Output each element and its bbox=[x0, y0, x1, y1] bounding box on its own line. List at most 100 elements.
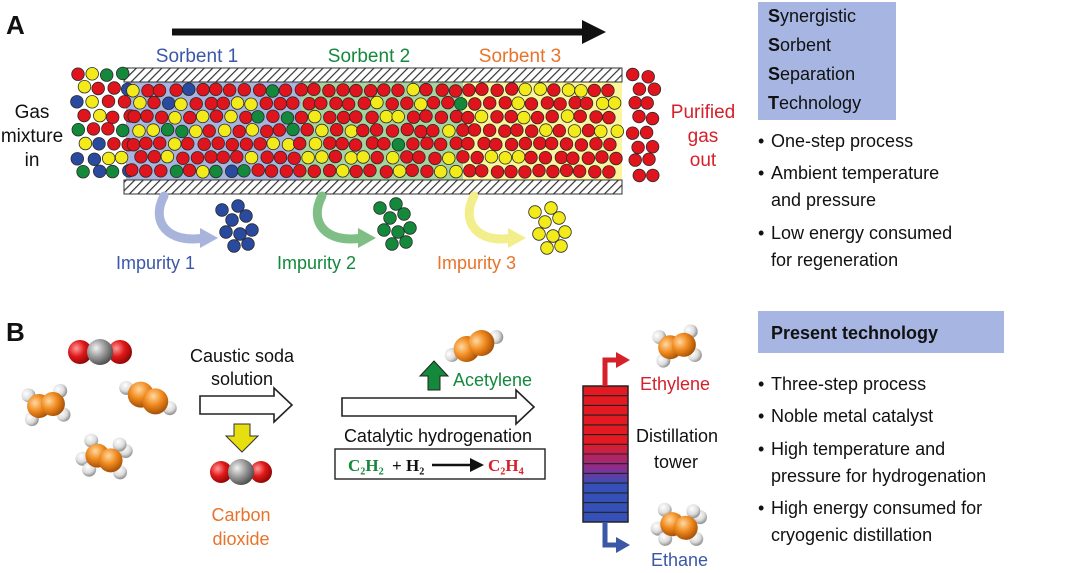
gas-molecule bbox=[594, 124, 608, 139]
gas-molecule bbox=[365, 110, 379, 125]
gas-molecule bbox=[490, 165, 505, 179]
gas-molecule bbox=[328, 149, 343, 164]
gas-molecule bbox=[525, 124, 539, 138]
gas-molecule bbox=[595, 150, 609, 164]
gas-molecule bbox=[168, 111, 182, 125]
gas-molecule bbox=[406, 137, 420, 151]
gas-molecule bbox=[216, 150, 230, 165]
gas-molecule bbox=[581, 151, 596, 165]
gas-molecule bbox=[475, 82, 489, 96]
gas-molecule bbox=[160, 122, 175, 137]
gas-molecule bbox=[92, 137, 106, 151]
svg-text:and pressure: and pressure bbox=[771, 190, 876, 210]
gas-molecule bbox=[92, 164, 107, 179]
gas-molecule bbox=[330, 122, 344, 137]
gas-molecule bbox=[391, 109, 405, 124]
gas-molecule bbox=[202, 124, 216, 138]
gas-molecule bbox=[101, 122, 115, 136]
gas-molecule bbox=[538, 215, 552, 229]
gas-molecule bbox=[385, 97, 399, 111]
gas-molecule bbox=[370, 150, 384, 165]
gas-molecule bbox=[209, 164, 223, 179]
gas-molecule bbox=[280, 111, 295, 125]
column-wall-bottom bbox=[123, 179, 623, 195]
gas-molecule bbox=[484, 149, 499, 164]
gas-molecule bbox=[239, 110, 253, 125]
gas-molecule bbox=[490, 110, 504, 124]
gas-molecule bbox=[260, 124, 274, 139]
sst-bullet-list: • One-step process • Ambient temperature… bbox=[758, 131, 952, 270]
gas-molecule bbox=[530, 110, 545, 125]
gas-molecule bbox=[105, 164, 120, 179]
acetylene-product-icon bbox=[444, 330, 504, 362]
gas-molecule bbox=[197, 137, 211, 151]
gas-molecule bbox=[232, 124, 246, 139]
gas-molecule bbox=[524, 97, 539, 111]
gas-molecule bbox=[588, 165, 602, 179]
gas-molecule bbox=[147, 95, 161, 110]
svg-text:Three-step process: Three-step process bbox=[771, 374, 926, 394]
gas-molecule bbox=[169, 83, 183, 97]
gas-molecule bbox=[101, 94, 116, 109]
gas-molecule bbox=[78, 136, 93, 151]
gas-molecule bbox=[253, 83, 267, 97]
svg-text:dioxide: dioxide bbox=[212, 529, 269, 549]
present-bullet-2: • bbox=[758, 406, 764, 426]
gas-molecule bbox=[559, 163, 574, 178]
gas-molecule bbox=[602, 165, 616, 179]
flow-direction-arrow bbox=[172, 20, 606, 44]
gas-molecule bbox=[230, 150, 244, 164]
gas-molecule bbox=[498, 124, 512, 138]
ethane-molecule-icon bbox=[75, 433, 133, 480]
gas-molecule bbox=[504, 109, 518, 124]
gas-molecule bbox=[589, 137, 603, 151]
gas-molecule bbox=[369, 123, 384, 137]
gas-molecule bbox=[572, 164, 587, 178]
gas-molecule bbox=[628, 95, 642, 110]
gas-molecule bbox=[490, 83, 504, 98]
gas-molecule bbox=[632, 82, 647, 96]
gas-molecule bbox=[329, 96, 343, 111]
svg-text:Gas: Gas bbox=[15, 102, 50, 123]
gas-molecule bbox=[77, 108, 91, 123]
svg-text:Purified: Purified bbox=[671, 102, 735, 123]
gas-molecule bbox=[456, 123, 470, 137]
gas-molecule bbox=[544, 201, 558, 215]
gas-molecule bbox=[477, 136, 491, 151]
gas-molecule bbox=[154, 110, 169, 125]
gas-molecule bbox=[230, 96, 245, 110]
acetylene-molecule-icon bbox=[119, 380, 177, 416]
gas-molecule bbox=[126, 137, 141, 152]
gas-molecule bbox=[377, 136, 391, 151]
gas-molecule bbox=[231, 199, 245, 213]
gas-molecule bbox=[528, 205, 542, 219]
svg-text:C₂H₄: C₂H₄ bbox=[488, 456, 524, 475]
gas-molecule bbox=[385, 237, 399, 251]
gas-molecule bbox=[400, 150, 414, 164]
gas-molecule bbox=[463, 163, 477, 178]
gas-molecule bbox=[547, 83, 561, 97]
gas-molecule bbox=[286, 96, 300, 110]
gas-molecule bbox=[183, 110, 197, 125]
ethylene-product-icon bbox=[652, 324, 702, 368]
gas-molecule bbox=[544, 136, 559, 151]
acetylene-label: Acetylene bbox=[453, 370, 532, 390]
gas-molecule bbox=[287, 151, 301, 166]
gas-molecule bbox=[602, 110, 616, 125]
gas-molecule bbox=[377, 83, 391, 97]
svg-text:solution: solution bbox=[211, 369, 273, 389]
gas-molecule bbox=[532, 227, 546, 241]
gas-molecule bbox=[266, 136, 280, 151]
gas-molecule bbox=[470, 150, 484, 165]
gas-molecule bbox=[336, 83, 350, 97]
gas-molecule bbox=[132, 124, 146, 138]
gas-molecule bbox=[540, 96, 555, 110]
gas-molecule bbox=[589, 110, 603, 124]
impurity-2-label: Impurity 2 bbox=[277, 253, 356, 273]
gas-molecule bbox=[224, 164, 239, 178]
gas-molecule bbox=[511, 96, 525, 110]
gas-molecule bbox=[383, 211, 397, 225]
gas-molecule bbox=[365, 136, 380, 150]
tower-trays bbox=[583, 395, 628, 513]
gas-molecule bbox=[189, 124, 203, 139]
